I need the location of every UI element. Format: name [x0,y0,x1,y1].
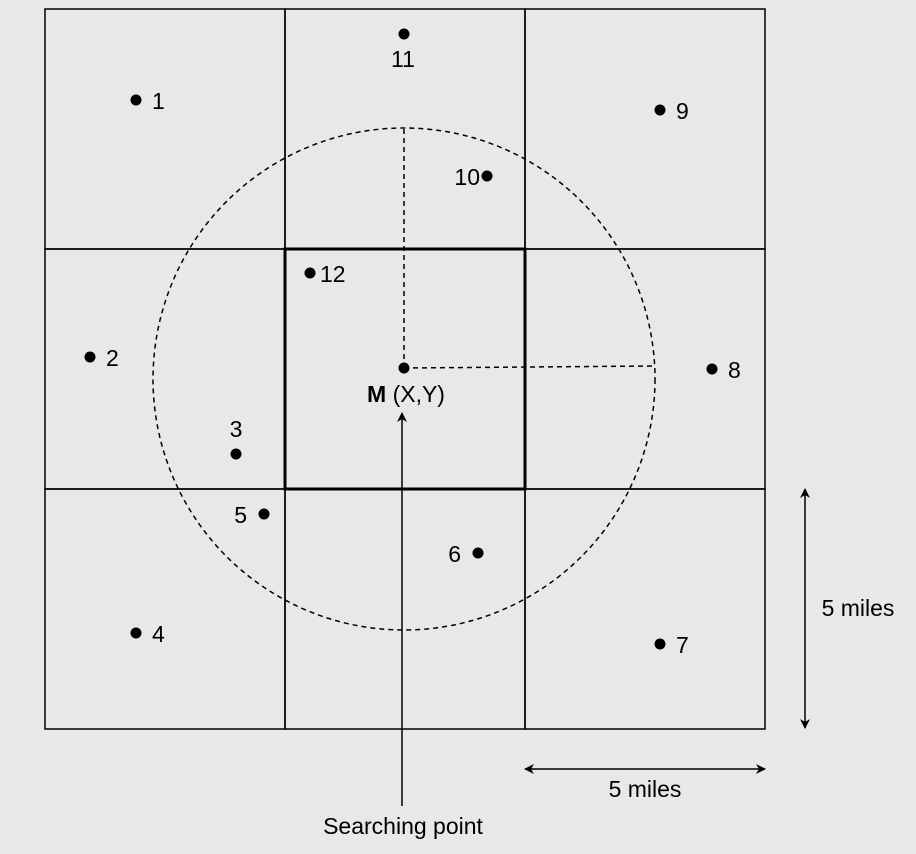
point-8-dot [706,363,718,375]
points: 1 2 3 4 5 6 7 8 9 10 11 12 [84,28,741,658]
point-10-label: 10 [454,164,480,190]
point-5-dot [258,508,270,520]
point-12-dot [304,267,316,279]
radius-line-horizontal [403,365,656,369]
point-7-dot [654,638,666,650]
point-1-dot [130,94,142,106]
grid-cell-top-right [524,8,766,250]
grid-cell-bottom-left [44,488,286,730]
point-5-label: 5 [234,502,247,528]
point-3-label: 3 [230,416,243,442]
grid-cell-middle-left [44,248,286,490]
point-4-dot [130,627,142,639]
point-1-label: 1 [152,88,165,114]
vertical-dimension-label: 5 miles [822,595,895,621]
point-4-label: 4 [152,621,165,647]
grid-cell-top-center [284,8,526,250]
point-11-dot [398,28,410,40]
searching-point-label: Searching point [323,813,483,839]
point-6-label: 6 [448,541,461,567]
point-12-label: 12 [320,261,346,287]
point-9-label: 9 [676,98,689,124]
point-6-dot [472,547,484,559]
grid [44,8,766,730]
grid-cell-bottom-right [524,488,766,730]
point-10-dot [481,170,493,182]
point-2-label: 2 [106,345,119,371]
center-point-label: M (X,Y) [367,381,445,407]
grid-cell-top-left [44,8,286,250]
point-11-label: 11 [391,46,415,72]
point-2-dot [84,351,96,363]
center-point-dot [398,362,410,374]
point-8-label: 8 [728,357,741,383]
grid-cell-bottom-center [284,488,526,730]
search-radius-circle [152,127,656,631]
point-7-label: 7 [676,632,689,658]
point-3-dot [230,448,242,460]
horizontal-dimension-label: 5 miles [609,776,682,802]
point-9-dot [654,104,666,116]
grid-cell-center [283,247,527,491]
